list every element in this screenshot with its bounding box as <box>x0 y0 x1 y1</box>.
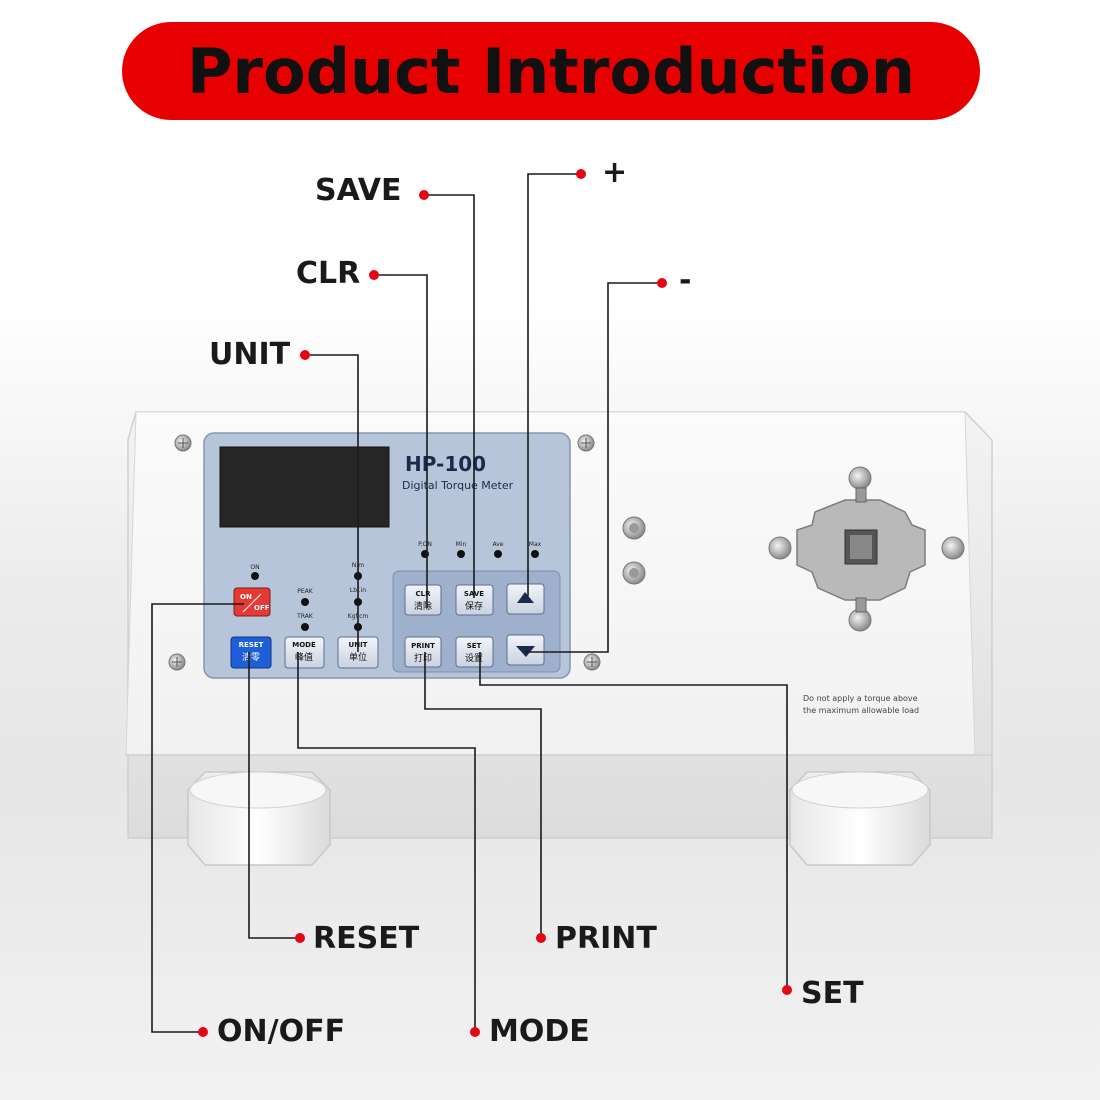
indicator-label-on: ON <box>250 564 259 571</box>
key-label: OFF <box>254 604 270 612</box>
unit-leader <box>305 354 359 652</box>
screw-icon <box>577 434 595 452</box>
indicator-label-max: Max <box>529 541 542 548</box>
indicator-label-peak: PEAK <box>297 588 314 595</box>
callout-dot <box>470 1027 480 1037</box>
callout-print: PRINT <box>555 921 657 956</box>
clr-button[interactable]: CLR 清除 <box>404 584 442 616</box>
callout-mode: MODE <box>489 1014 590 1049</box>
model-name: HP-100 <box>405 452 486 476</box>
indicator-label-trak: TRAK <box>296 613 314 620</box>
callout-reset: RESET <box>313 921 420 956</box>
lcd-display <box>219 446 390 528</box>
right-foot-knob <box>786 771 931 866</box>
callout-dot <box>419 190 429 200</box>
callout-dot <box>295 933 305 943</box>
warning-line-2: the maximum allowable load <box>803 706 919 715</box>
callout-dots <box>198 169 792 1037</box>
indicator-led <box>494 550 502 558</box>
key-label: 清除 <box>414 600 432 612</box>
callout-dot <box>782 985 792 995</box>
reset-leader <box>248 652 300 939</box>
screw-icon <box>174 434 192 452</box>
left-foot-knob <box>186 771 331 866</box>
indicator-led <box>251 572 259 580</box>
callout-dot <box>369 270 379 280</box>
callout-onoff: ON/OFF <box>217 1014 346 1049</box>
onoff-leader <box>151 603 244 1033</box>
plus-up-button[interactable] <box>506 583 545 615</box>
save-leader <box>424 194 475 598</box>
key-label: 单位 <box>349 651 367 663</box>
callout-dot <box>657 278 667 288</box>
leader-lines <box>151 173 788 1033</box>
reset-button[interactable]: RESET 清零 <box>230 636 272 669</box>
callout-minus: - <box>679 263 692 298</box>
minus-leader <box>525 282 662 653</box>
warning-line-1: Do not apply a torque above <box>803 694 918 703</box>
callout-unit: UNIT <box>209 337 291 372</box>
indicator-led <box>301 598 309 606</box>
callout-dot <box>198 1027 208 1037</box>
title-banner: Product Introduction <box>122 22 980 120</box>
indicator-label-min: Min <box>456 541 467 548</box>
key-label: 峰值 <box>295 651 313 663</box>
print-button[interactable]: PRINT 打印 <box>404 636 442 668</box>
indicator-led <box>301 623 309 631</box>
mode-leader <box>297 652 476 1032</box>
minus-down-button[interactable] <box>506 634 545 666</box>
indicator-led <box>531 550 539 558</box>
screw-icon <box>583 653 601 671</box>
callout-clr: CLR <box>296 256 361 291</box>
key-label: RESET <box>239 641 264 649</box>
callout-dot <box>576 169 586 179</box>
arrow-up-icon <box>517 592 534 603</box>
key-label: SET <box>467 642 482 650</box>
key-label: 清零 <box>242 651 260 663</box>
key-label: 保存 <box>465 600 483 612</box>
callout-plus: + <box>602 155 628 190</box>
model-subtitle: Digital Torque Meter <box>402 479 514 492</box>
plus-leader <box>527 173 581 596</box>
callout-set: SET <box>801 976 864 1011</box>
callout-save: SAVE <box>315 173 402 208</box>
key-label: PRINT <box>411 642 435 650</box>
set-leader <box>479 652 788 990</box>
control-panel: HP-100 Digital Torque Meter ON PEAK TRAK… <box>203 432 571 679</box>
banner-title: Product Introduction <box>186 34 915 108</box>
screw-icon <box>622 561 646 585</box>
key-label: 打印 <box>414 652 432 664</box>
indicator-label-ave: Ave <box>493 541 504 548</box>
screw-icon <box>622 516 646 540</box>
clr-leader <box>374 274 428 608</box>
key-label: MODE <box>292 641 316 649</box>
screw-icon <box>168 653 186 671</box>
callout-dot <box>300 350 310 360</box>
key-label: CLR <box>416 590 432 598</box>
on-off-button[interactable]: ON OFF <box>233 587 271 617</box>
callout-dot <box>536 933 546 943</box>
torque-fixture <box>768 466 965 632</box>
indicator-label-pon: P.ON <box>418 541 432 548</box>
indicator-led <box>457 550 465 558</box>
set-button[interactable]: SET 设置 <box>455 636 494 668</box>
mode-button[interactable]: MODE 峰值 <box>284 636 325 669</box>
key-label: ON <box>240 593 252 601</box>
print-leader <box>424 652 542 938</box>
key-label: 设置 <box>465 653 483 664</box>
